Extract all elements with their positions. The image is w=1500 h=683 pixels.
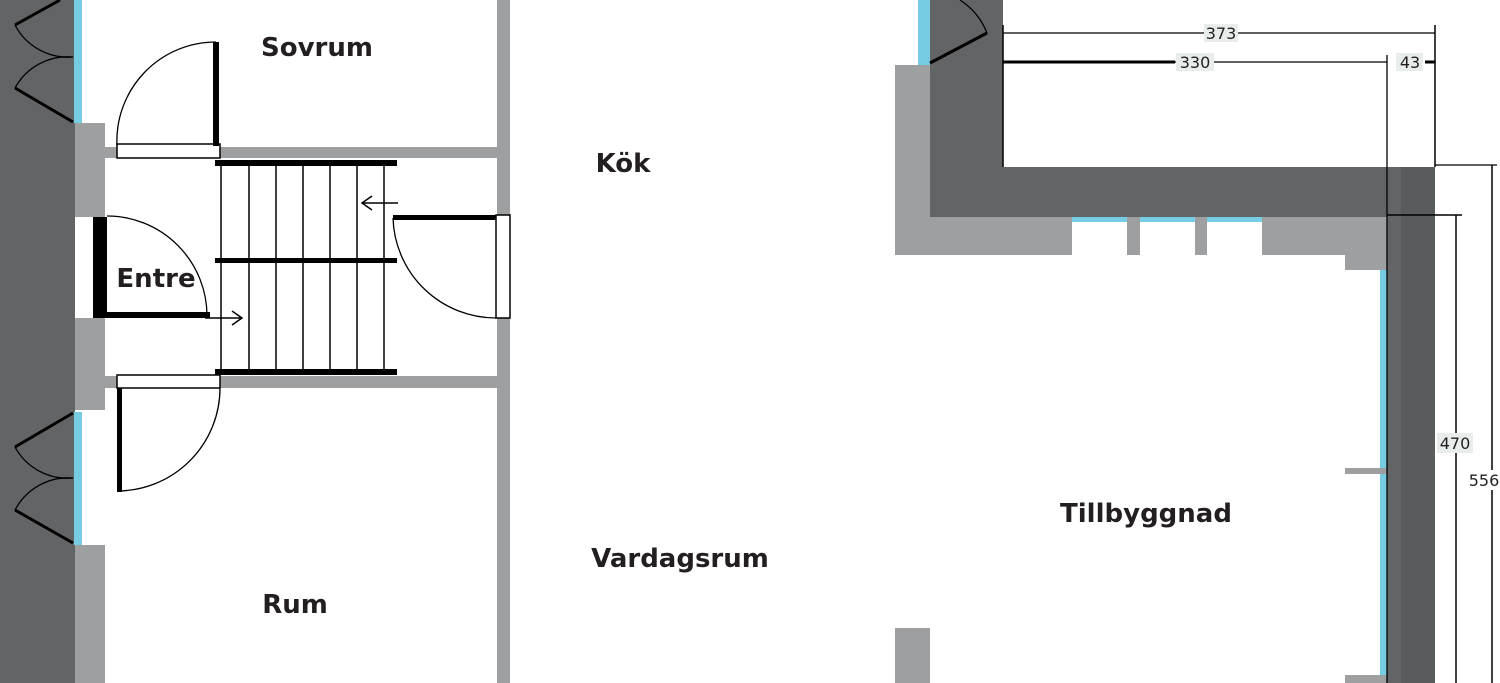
room-label-tillbyggnad: Tillbyggnad: [1060, 499, 1232, 529]
dimension-lines: [1002, 25, 1497, 683]
dimension-wall-width: 43: [1400, 53, 1420, 72]
staircase: [215, 160, 397, 375]
room-label-entre: Entre: [116, 264, 195, 294]
window-rum: [74, 412, 82, 545]
entre-door[interactable]: [106, 215, 210, 318]
interior-walls: [105, 0, 510, 683]
room-label-kok: Kök: [596, 149, 652, 179]
entrance-door-leaf[interactable]: [93, 217, 107, 318]
stair-arrow-right-icon: [205, 310, 244, 326]
left-exterior-wall: [0, 0, 105, 683]
room-label-rum: Rum: [262, 590, 328, 620]
kok-door[interactable]: [392, 214, 511, 319]
window-sovrum: [74, 0, 82, 123]
rum-door[interactable]: [116, 374, 221, 492]
room-label-vardagsrum: Vardagsrum: [591, 544, 769, 574]
extension-inner-walls: [895, 65, 1387, 683]
extension-windows: [918, 0, 1387, 675]
extension-exterior-wall: [930, 0, 1435, 683]
dimension-total-width: 373: [1206, 24, 1237, 43]
room-label-sovrum: Sovrum: [261, 33, 373, 63]
entrance-opening: [75, 217, 93, 318]
stair-arrow-left-icon: [360, 195, 398, 211]
dimension-inner-depth: 470: [1440, 434, 1471, 453]
window-swing-icon: [14, 0, 74, 545]
dimension-inner-width: 330: [1180, 53, 1211, 72]
dimension-total-depth: 556: [1469, 471, 1500, 490]
extension-door-swing-icon: [929, 0, 988, 65]
sovrum-door[interactable]: [116, 41, 221, 159]
